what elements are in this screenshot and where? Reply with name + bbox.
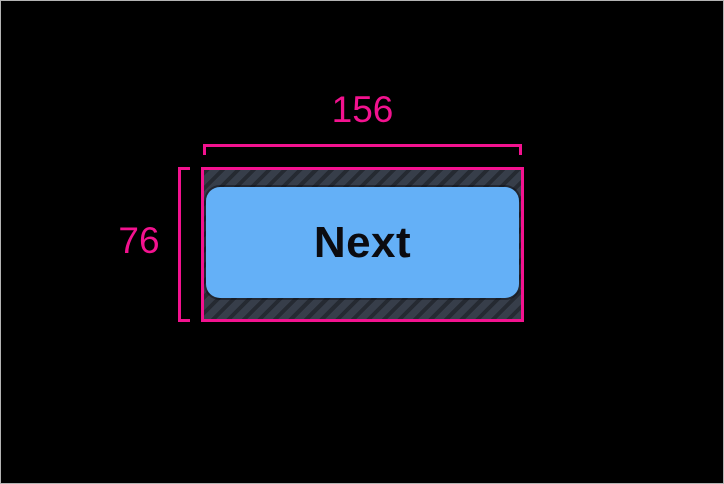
touch-target-overlay: Next: [201, 167, 524, 322]
next-button-label: Next: [313, 217, 412, 267]
height-measure-bracket: [178, 167, 190, 322]
height-measure-label: 76: [118, 220, 160, 261]
next-button[interactable]: Next: [206, 187, 519, 298]
width-measure-label: 156: [331, 89, 394, 130]
width-measure-bracket: [203, 144, 522, 155]
